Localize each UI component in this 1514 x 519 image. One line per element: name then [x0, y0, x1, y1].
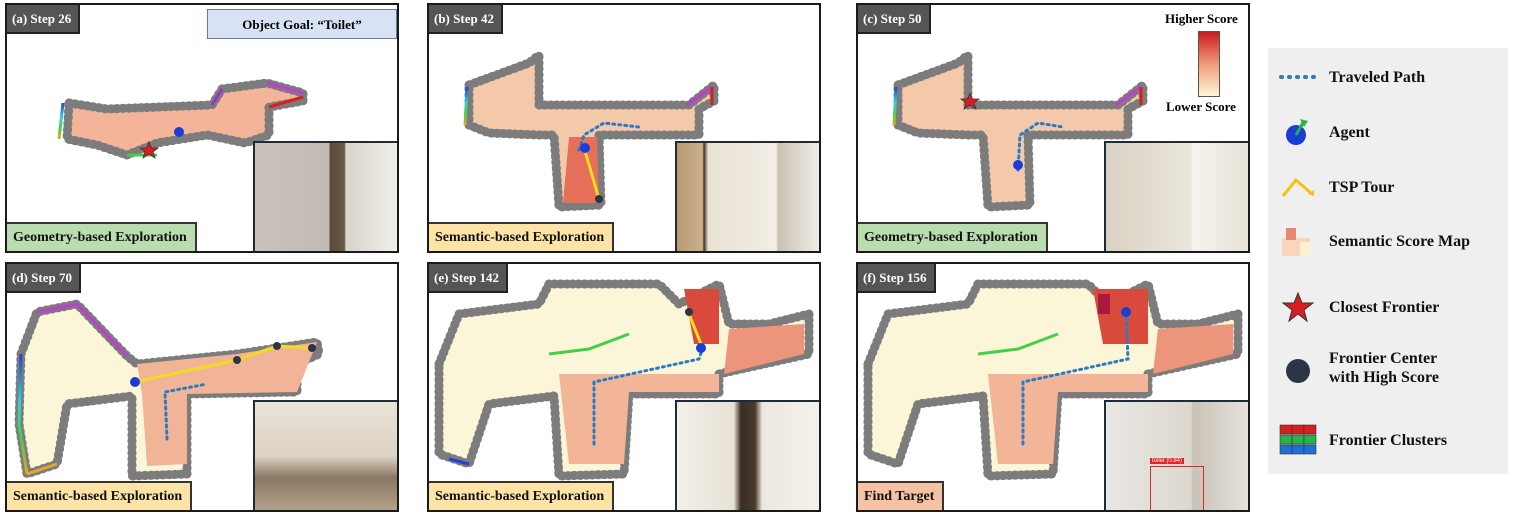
object-goal-label: Object Goal: “Toilet”: [207, 9, 397, 39]
detection-box: [1150, 466, 1204, 510]
score-colorbar: [1198, 31, 1220, 97]
map-a: [57, 78, 308, 160]
step-label: (a) Step 26: [7, 5, 81, 34]
tsp-tour-icon: [1281, 177, 1314, 197]
panel-d: (d) Step 70 Semantic-based Exploration: [5, 262, 399, 512]
step-label: (b) Step 42: [429, 5, 503, 34]
frontier-center-icon: [1286, 359, 1310, 383]
legend-label: Frontier Center with High Score: [1329, 350, 1439, 386]
map-d: [14, 299, 324, 481]
step-label: (f) Step 156: [858, 264, 936, 293]
legend-label: Agent: [1329, 124, 1370, 141]
step-label: (e) Step 142: [429, 264, 508, 293]
mode-label: Find Target: [858, 481, 945, 510]
camera-view: [253, 141, 397, 251]
closest-frontier-star: [959, 91, 981, 110]
step-label: (d) Step 70: [7, 264, 81, 293]
frontier-clusters-icon: [1279, 424, 1317, 455]
closest-frontier-star: [138, 140, 160, 159]
map-e: [434, 279, 814, 481]
map-b: [463, 50, 719, 212]
agent-marker: [174, 127, 184, 137]
panel-a: (a) Step 26 Object Goal: “Toilet” Geomet…: [5, 3, 399, 253]
mode-label: Semantic-based Exploration: [7, 481, 193, 510]
panel-e: (e) Step 142 Semantic-based Exploration: [427, 262, 821, 512]
camera-view: [253, 400, 397, 510]
agent-marker: [696, 343, 706, 353]
map-f: [863, 279, 1243, 481]
dotted-path-icon: [1279, 75, 1317, 79]
agent-marker: [130, 377, 140, 387]
mode-label: Geometry-based Exploration: [858, 222, 1048, 251]
semantic-map-icon: [1282, 228, 1310, 256]
agent-marker: [580, 143, 590, 153]
agent-marker: [1121, 307, 1131, 317]
legend-label: Semantic Score Map: [1329, 233, 1471, 250]
camera-view: [675, 400, 819, 510]
score-bar-high-label: Higher Score: [1165, 11, 1238, 26]
mode-label: Geometry-based Exploration: [7, 222, 197, 251]
panel-c: (c) Step 50 Higher Score Lower Score Geo…: [856, 3, 1250, 253]
mode-label: Semantic-based Exploration: [429, 222, 615, 251]
agent-marker: [1013, 160, 1023, 170]
step-label: (c) Step 50: [858, 5, 931, 34]
legend-label: Traveled Path: [1329, 69, 1426, 86]
legend-label: TSP Tour: [1329, 179, 1395, 196]
agent-icon: [1286, 119, 1308, 145]
camera-view: [1104, 141, 1248, 251]
legend: Traveled Path Agent TSP Tour Semantic Sc…: [1268, 48, 1508, 474]
mode-label: Semantic-based Exploration: [429, 481, 615, 510]
map-c: [892, 50, 1148, 212]
detection-label: toilet (0.84): [1150, 458, 1185, 464]
star-icon: [1281, 291, 1315, 323]
panel-f: (f) Step 156 toilet (0.84) Find Target: [856, 262, 1250, 512]
score-bar-low-label: Lower Score: [1166, 99, 1236, 114]
camera-view: [675, 141, 819, 251]
legend-label: Closest Frontier: [1329, 299, 1440, 316]
camera-view: toilet (0.84): [1104, 400, 1248, 510]
legend-label: Frontier Clusters: [1329, 432, 1448, 449]
panel-b: (b) Step 42 Semantic-based Exploration: [427, 3, 821, 253]
